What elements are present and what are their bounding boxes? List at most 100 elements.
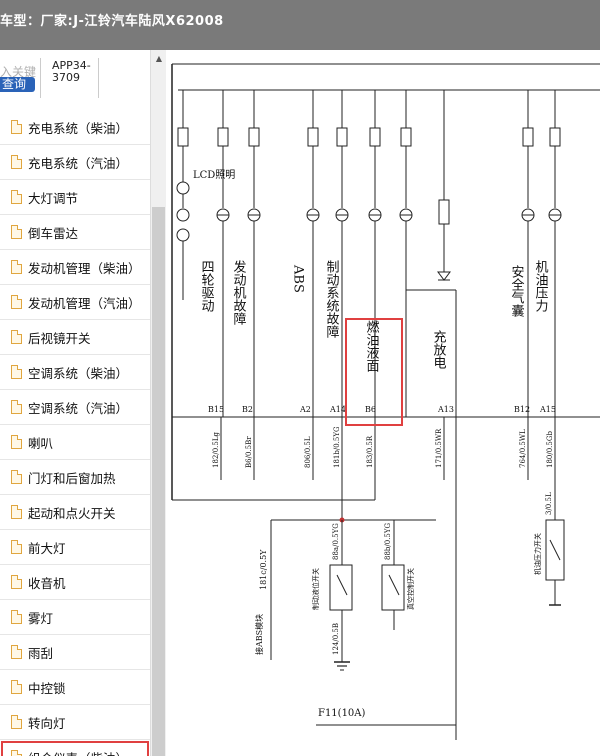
fuse xyxy=(438,199,450,225)
lamp-icon xyxy=(176,228,190,242)
oil-switch-label: 机油压力开关 xyxy=(533,533,542,575)
document-icon xyxy=(11,750,22,756)
column-label: 发动机故障 xyxy=(231,259,247,325)
sidebar-item-label: 雾灯 xyxy=(28,610,54,626)
sidebar-item[interactable]: 中控锁 xyxy=(0,670,150,705)
sidebar: 入关键 查询 APP34-3709 充电系统（柴油） 充电系统（汽油） 大灯调节倒车… xyxy=(0,50,167,756)
sidebar-item[interactable]: 门灯和后窗加热 xyxy=(0,460,150,495)
window-title: 车型：厂家:J-江铃汽车陆风X62008 xyxy=(0,14,224,29)
sidebar-item-label: 充电系统（柴油） xyxy=(28,120,129,136)
sidebar-item[interactable]: 充电系统（汽油） xyxy=(0,145,150,180)
document-icon xyxy=(11,225,22,239)
search-input[interactable]: 入关键 xyxy=(0,65,37,79)
abs-wire-label: 181c/0.5Y xyxy=(259,549,268,590)
sidebar-item-label: 组合仪表（柴油） xyxy=(28,748,128,756)
wire-label: 183/0.5R xyxy=(366,435,374,468)
wire-label: 764/0.5WL xyxy=(519,429,527,468)
sidebar-item[interactable]: 空调系统（柴油） xyxy=(0,355,150,390)
document-icon xyxy=(11,400,22,414)
diode-icon xyxy=(437,271,451,281)
sidebar-item[interactable]: 雨刮 xyxy=(0,635,150,670)
pin-label: B2 xyxy=(242,405,253,414)
toolbar-divider xyxy=(98,58,99,98)
document-icon xyxy=(11,260,22,274)
fuel-level-highlight xyxy=(345,318,403,426)
wire-label: 182/0.5Lg xyxy=(212,432,220,469)
sidebar-item-label: 后视镜开关 xyxy=(28,330,91,346)
sidebar-item[interactable]: 前大灯 xyxy=(0,530,150,565)
sidebar-item[interactable]: 充电系统（柴油） xyxy=(0,110,150,145)
oil-wire-label: 3/0.5L xyxy=(545,492,553,515)
sidebar-item[interactable]: 空调系统（汽油） xyxy=(0,390,150,425)
vacuum-wire-label: 88b/0.5YG xyxy=(384,523,392,561)
column-label: ABS xyxy=(291,264,306,293)
scroll-thumb[interactable] xyxy=(152,207,165,756)
sidebar-item-label: 雨刮 xyxy=(28,645,54,661)
sidebar-item[interactable]: 后视镜开关 xyxy=(0,320,150,355)
document-icon xyxy=(11,295,22,309)
wire-label: 180/0.5Gb xyxy=(546,431,554,468)
pin-label: A14 xyxy=(329,405,346,414)
diagram-code: APP34-3709 xyxy=(52,59,91,84)
lamp-icon xyxy=(176,181,190,195)
column-label: 安全气囊 xyxy=(509,265,525,318)
sidebar-scrollbar[interactable]: ▲ xyxy=(150,50,166,756)
wire-label: 806/0.5L xyxy=(304,436,312,468)
sidebar-item[interactable]: 雾灯 xyxy=(0,600,150,635)
sidebar-item-label: 门灯和后窗加热 xyxy=(28,470,116,486)
lcd-label: LCD照明 xyxy=(193,169,235,181)
document-icon xyxy=(11,540,22,554)
document-icon xyxy=(11,330,22,344)
sidebar-item-label: 喇叭 xyxy=(28,435,54,451)
sidebar-item-label: 大灯调节 xyxy=(28,190,79,206)
sidebar-item[interactable]: 转向灯 xyxy=(0,705,150,740)
diagram-list: 充电系统（柴油） 充电系统（汽油） 大灯调节倒车雷达发动机管理（柴油） 发动机管理（汽… xyxy=(0,110,150,756)
sidebar-item-label: 前大灯 xyxy=(28,540,66,556)
sidebar-item-label: 倒车雷达 xyxy=(28,225,79,241)
fuse xyxy=(307,127,319,147)
sidebar-item[interactable]: 起动和点火开关 xyxy=(0,495,150,530)
sidebar-item[interactable]: 大灯调节 xyxy=(0,180,150,215)
scroll-up-arrow-icon[interactable]: ▲ xyxy=(155,53,163,63)
document-icon xyxy=(11,190,22,204)
title-bar: 车型：厂家:J-江铃汽车陆风X62008 xyxy=(0,0,600,50)
search-toolbar: 入关键 查询 APP34-3709 xyxy=(0,50,150,102)
switch-lever xyxy=(388,574,400,596)
fuse xyxy=(400,127,412,147)
sidebar-item-label: 收音机 xyxy=(28,575,66,591)
column-label: 制动系统故障 xyxy=(324,260,340,338)
document-icon xyxy=(11,435,22,449)
switch-box xyxy=(381,564,405,611)
lamp-icon xyxy=(176,208,190,222)
column-label: 充放电 xyxy=(431,329,447,369)
ground-wire-label: 124/0.5B xyxy=(332,623,340,655)
query-button[interactable]: 查询 xyxy=(0,77,35,92)
sidebar-item[interactable]: 收音机 xyxy=(0,565,150,600)
sidebar-item[interactable]: 组合仪表（柴油） xyxy=(0,740,150,756)
pin-label: A2 xyxy=(299,405,311,414)
sidebar-item[interactable]: 倒车雷达 xyxy=(0,215,150,250)
sidebar-item[interactable]: 喇叭 xyxy=(0,425,150,460)
brake-switch-label: 制动液位开关 xyxy=(311,568,320,610)
document-icon xyxy=(11,470,22,484)
pin-label: B15 xyxy=(208,405,224,414)
sidebar-item-label: 充电系统（汽油） xyxy=(28,155,129,171)
wire-label: 181b/0.5YG xyxy=(333,426,341,468)
document-icon xyxy=(11,120,22,134)
pin-label: A13 xyxy=(437,405,454,414)
brake-wire-label: 88a/0.5YG xyxy=(332,523,340,560)
fuse xyxy=(177,127,189,147)
pin-label: B6 xyxy=(365,405,376,414)
abs-module-label: 接ABS模块 xyxy=(254,614,264,655)
sidebar-item-label: 发动机管理（汽油） xyxy=(28,295,141,311)
column-label: 燃油液面 xyxy=(364,319,380,372)
document-icon xyxy=(11,715,22,729)
document-icon xyxy=(11,610,22,624)
sidebar-item-label: 中控锁 xyxy=(28,680,66,696)
fuse xyxy=(369,127,381,147)
sidebar-item[interactable]: 发动机管理（柴油） xyxy=(0,250,150,285)
fuse xyxy=(336,127,348,147)
sidebar-item[interactable]: 发动机管理（汽油） xyxy=(0,285,150,320)
